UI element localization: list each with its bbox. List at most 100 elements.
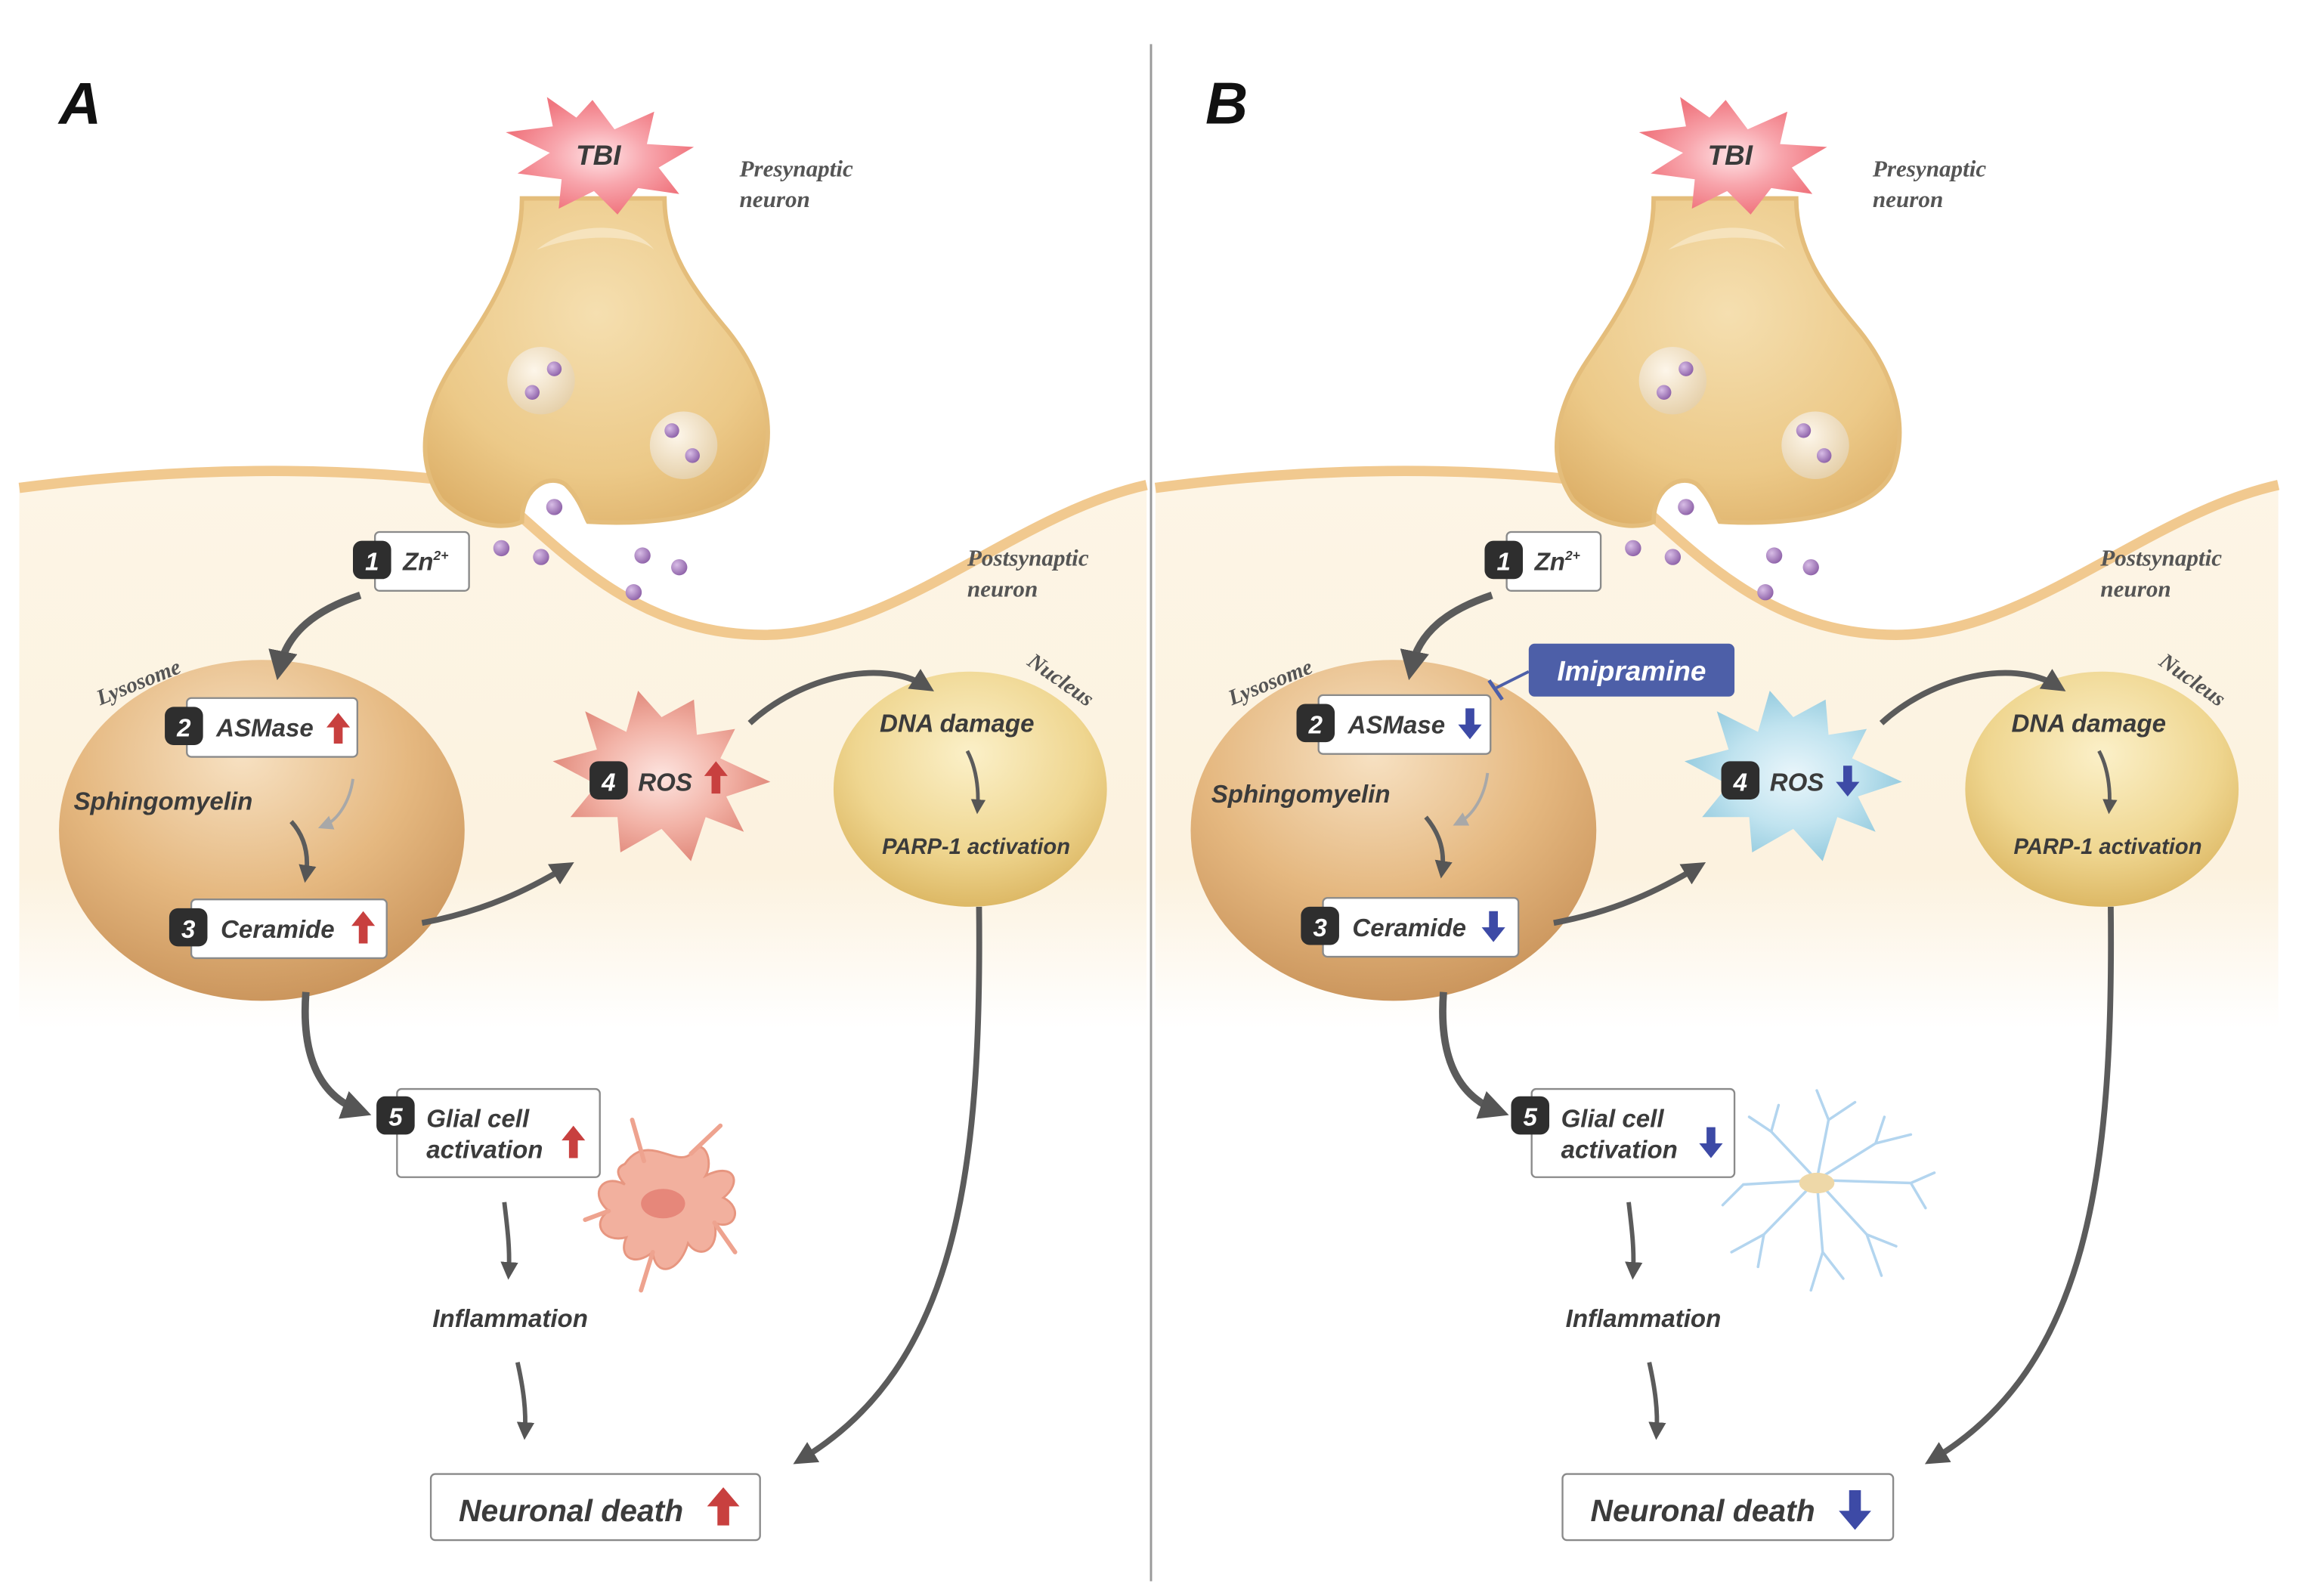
arrow-glial-to-inflammation [1625, 1202, 1643, 1280]
glial-label-line1: Glial cell [426, 1106, 530, 1134]
arrow-zn-to-asmase [268, 592, 362, 681]
step-1-badge [353, 540, 391, 580]
presynaptic-label-line2: neuron [739, 186, 809, 212]
asmase-label: ASMase [215, 714, 314, 742]
step-2-badge [165, 707, 203, 745]
step-4-badge [589, 761, 628, 800]
tbi-burst-icon [506, 97, 695, 215]
step-5-number: 5 [388, 1104, 403, 1132]
presynaptic-label-line2: neuron [1873, 186, 1943, 212]
arrow-asmase-to-reaction [317, 778, 354, 830]
asmase-down-arrow-icon [1458, 708, 1482, 740]
step-2-badge [1296, 704, 1335, 743]
panel-b: TBI Presynaptic neuron Postsynaptic neur… [1154, 71, 2280, 1542]
postsynaptic-membrane [18, 466, 1148, 640]
asmase-label: ASMase [1347, 711, 1446, 739]
panel-b-letter: B [1205, 71, 1248, 136]
step-1-badge [1484, 540, 1524, 580]
step-1-number: 1 [1497, 549, 1511, 577]
step-5-badge [376, 1096, 415, 1135]
neuronal-death-box [429, 1473, 761, 1542]
ros-label: ROS [1770, 769, 1824, 796]
inflammation-label: Inflammation [432, 1305, 588, 1333]
neuronal-death-label: Neuronal death [1590, 1493, 1815, 1528]
synaptic-vesicle-icon [649, 411, 718, 479]
neuronal-death-label: Neuronal death [459, 1493, 683, 1528]
arrow-inflammation-to-death [515, 1362, 535, 1440]
presynaptic-terminal [1555, 196, 1902, 528]
arrow-dna-to-parp [2097, 750, 2118, 815]
arrow-inflammation-to-death [1647, 1362, 1666, 1440]
sphingomyelin-label: Sphingomyelin [73, 788, 252, 816]
activated-microglia-icon [583, 1117, 738, 1293]
postsynaptic-label-line1: Postsynaptic [2099, 545, 2222, 571]
glial-up-arrow-icon [562, 1125, 586, 1158]
ros-burst-icon [1684, 691, 1902, 861]
presynaptic-label-line1: Presynaptic [738, 155, 853, 181]
arrow-ros-to-dna-damage [747, 669, 934, 725]
step-4-badge [1721, 761, 1760, 800]
ceramide-up-arrow-icon [351, 911, 376, 944]
arrow-asmase-to-reaction [1453, 772, 1490, 826]
ceramide-down-arrow-icon [1481, 911, 1505, 942]
neuronal-death-down-arrow-icon [1839, 1489, 1871, 1530]
glial-label-line2: activation [1561, 1136, 1678, 1164]
nucleus [833, 671, 1107, 907]
dna-damage-label: DNA damage [2012, 710, 2166, 738]
ros-burst-icon [552, 691, 771, 861]
nucleus [1965, 671, 2239, 907]
step-1-number: 1 [365, 549, 379, 577]
imipramine-box [1528, 643, 1735, 697]
panel-a-letter: A [57, 71, 101, 136]
imipramine-inhibition-line [1496, 670, 1530, 689]
arrow-ceramide-to-glial [301, 991, 372, 1119]
arrow-ceramide-to-glial [1439, 991, 1509, 1119]
zn-label: Zn2+ [1534, 548, 1580, 577]
asmase-up-arrow-icon [326, 713, 351, 744]
terminal-highlight [537, 227, 654, 250]
step-2-number: 2 [176, 714, 191, 742]
step-5-badge [1511, 1096, 1550, 1135]
tbi-label: TBI [576, 140, 621, 171]
ros-up-arrow-icon [704, 761, 728, 794]
arrow-sphingomyelin-to-ceramide [1424, 815, 1453, 879]
postsynaptic-label-line2: neuron [967, 576, 1038, 602]
step-3-number: 3 [181, 916, 196, 944]
zinc-ion-icons [493, 499, 688, 601]
postsynaptic-label-line2: neuron [2100, 576, 2171, 602]
postsynaptic-membrane [1154, 466, 2280, 640]
neuronal-death-up-arrow-icon [707, 1487, 740, 1526]
parp-activation-label: PARP-1 activation [882, 835, 1070, 859]
tbi-burst-icon [1638, 97, 1827, 215]
dna-damage-label: DNA damage [880, 710, 1034, 738]
step-5-number: 5 [1524, 1104, 1538, 1132]
step-3-badge [169, 908, 208, 947]
zn-label: Zn2+ [402, 548, 448, 577]
ros-down-arrow-icon [1836, 766, 1860, 797]
glial-down-arrow-icon [1699, 1127, 1723, 1158]
ros-label: ROS [638, 769, 692, 796]
arrow-parp-to-death [1924, 906, 2115, 1465]
arrow-parp-to-death [793, 906, 982, 1465]
zinc-ion-icons [1625, 499, 1819, 601]
arrow-zn-to-asmase [1400, 592, 1493, 681]
arrow-sphingomyelin-to-ceramide [289, 820, 317, 883]
synaptic-vesicle-icon [1638, 346, 1707, 415]
step-2-number: 2 [1308, 711, 1323, 739]
ceramide-label: Ceramide [1352, 914, 1466, 942]
imipramine-label: Imipramine [1557, 655, 1706, 686]
step-3-number: 3 [1313, 914, 1327, 942]
sphingomyelin-label: Sphingomyelin [1211, 781, 1391, 809]
presynaptic-label-line1: Presynaptic [1872, 155, 1987, 181]
synaptic-vesicle-icon [507, 346, 575, 415]
inhibition-bar-icon [1487, 679, 1504, 701]
resting-microglia-icon [1721, 1089, 1936, 1292]
glial-label-line2: activation [426, 1136, 543, 1164]
parp-activation-label: PARP-1 activation [2014, 835, 2202, 859]
panel-a: TBI Presynaptic neuron Postsynaptic neur… [18, 71, 1148, 1542]
terminal-highlight [1668, 227, 1787, 250]
step-3-badge [1301, 906, 1339, 945]
glial-label-line1: Glial cell [1561, 1106, 1665, 1134]
postsynaptic-label-line1: Postsynaptic [967, 545, 1089, 571]
